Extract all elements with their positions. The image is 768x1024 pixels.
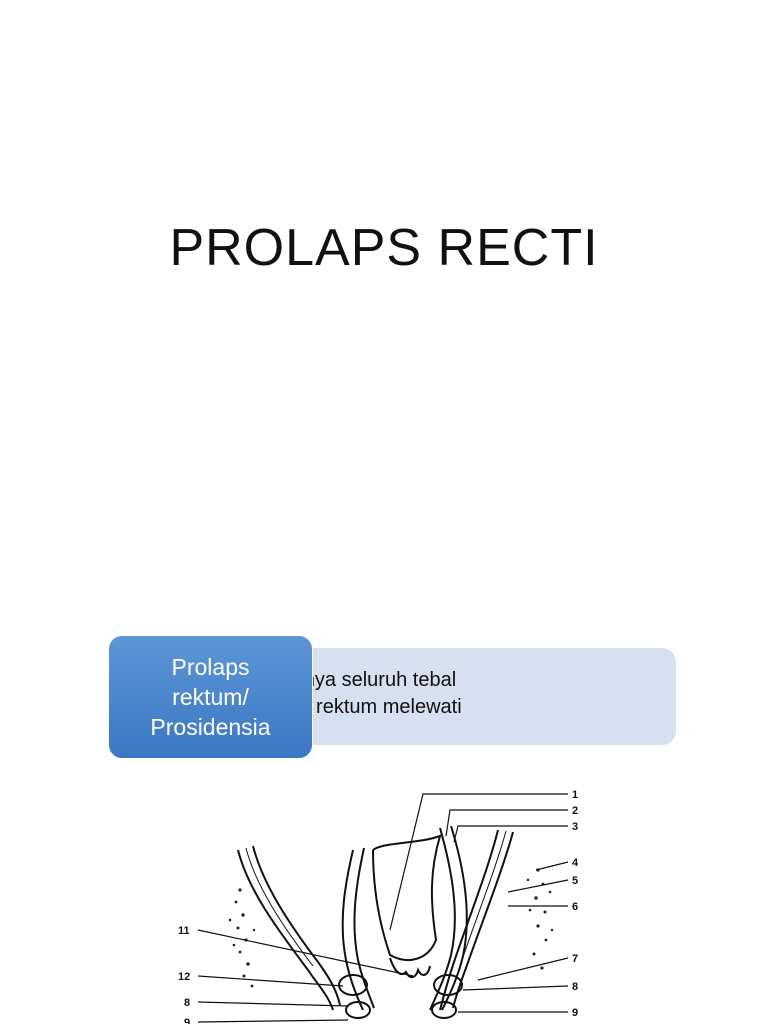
rectal-prolapse-diagram: 1 2 3 4 5 6 7 8 9 11 12 8 9 bbox=[178, 789, 579, 1024]
label-8-left: 8 bbox=[184, 997, 190, 1009]
label-6: 6 bbox=[572, 901, 578, 913]
label-4: 4 bbox=[572, 857, 579, 869]
label-12: 12 bbox=[178, 971, 190, 983]
label-7: 7 bbox=[572, 953, 578, 965]
prolapsed-rectum bbox=[372, 834, 442, 961]
label-8-right: 8 bbox=[572, 981, 578, 993]
label-line-1: Prolaps bbox=[171, 654, 250, 680]
definition-label-box: Prolaps rektum/ Prosidensia bbox=[108, 635, 313, 759]
label-5: 5 bbox=[572, 875, 578, 887]
label-line-2: rektum/ bbox=[172, 684, 249, 710]
slide-title: PROLAPS RECTI bbox=[169, 219, 599, 277]
label-line-3: Prosidensia bbox=[150, 714, 271, 740]
definition-content-box bbox=[288, 648, 676, 745]
label-9-right: 9 bbox=[572, 1007, 578, 1019]
right-rectal-wall bbox=[429, 827, 456, 1011]
definition-smartart: • Keluarnya seluruh tebal dinding rektum… bbox=[108, 635, 678, 760]
label-1: 1 bbox=[572, 789, 578, 801]
left-levator-muscle bbox=[237, 849, 334, 1011]
label-11: 11 bbox=[178, 925, 190, 937]
label-9-left: 9 bbox=[184, 1017, 190, 1024]
label-3: 3 bbox=[572, 821, 578, 833]
right-levator-muscle bbox=[439, 829, 499, 1011]
label-2: 2 bbox=[572, 805, 578, 817]
left-rectal-wall bbox=[341, 849, 364, 1011]
